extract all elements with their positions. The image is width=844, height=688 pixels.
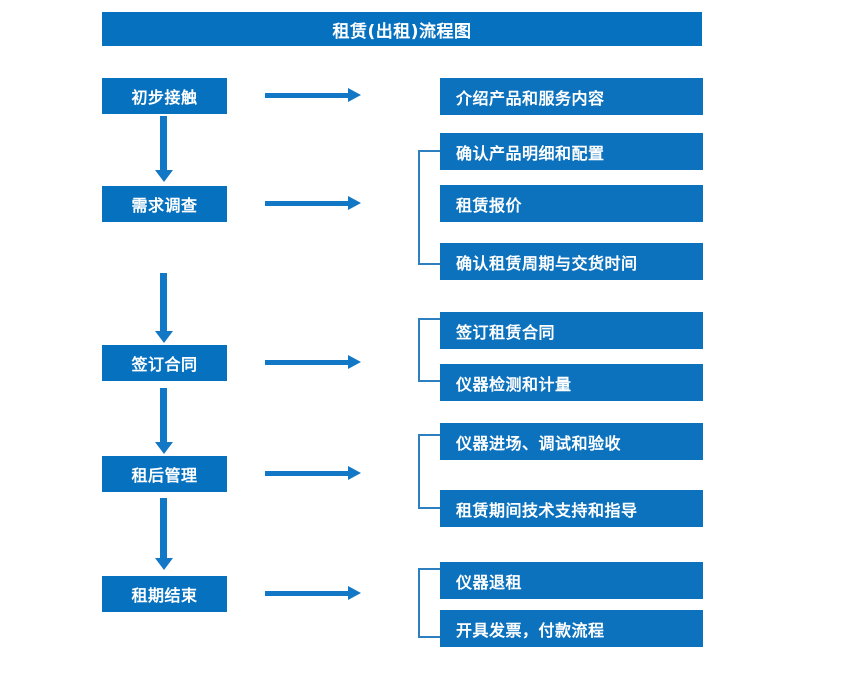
- detail-label-5-1: 仪器退租: [456, 572, 523, 592]
- detail-label-1-1: 介绍产品和服务内容: [456, 88, 605, 108]
- stage-label-5: 租期结束: [131, 586, 198, 605]
- stage-label-4: 租后管理: [131, 466, 198, 485]
- stage-label-1: 初步接触: [131, 88, 198, 107]
- bracket-tick-bottom: [418, 507, 440, 509]
- group-bracket-2: [418, 150, 440, 265]
- detail-label-3-1: 签订租赁合同: [456, 322, 556, 342]
- stage-box-1[interactable]: 初步接触: [102, 78, 227, 114]
- arrow-shaft: [160, 498, 167, 558]
- bracket-tick-top: [418, 434, 440, 436]
- detail-label-2-2: 租赁报价: [456, 195, 523, 215]
- horizontal-arrow-3: [265, 355, 361, 369]
- detail-box-3-2[interactable]: 仪器检测和计量: [440, 364, 703, 401]
- horizontal-arrow-5: [265, 586, 361, 600]
- arrow-head-icon: [155, 558, 173, 570]
- detail-label-4-1: 仪器进场、调试和验收: [456, 433, 622, 453]
- bracket-spine: [418, 568, 420, 638]
- arrow-head-icon: [348, 466, 361, 480]
- arrow-shaft: [160, 273, 167, 331]
- arrow-head-icon: [348, 355, 361, 369]
- stage-box-2[interactable]: 需求调查: [102, 186, 227, 222]
- detail-label-3-2: 仪器检测和计量: [456, 374, 572, 394]
- detail-box-2-1[interactable]: 确认产品明细和配置: [440, 133, 703, 170]
- stage-box-5[interactable]: 租期结束: [102, 576, 227, 612]
- horizontal-arrow-1: [265, 88, 361, 102]
- group-bracket-3: [418, 318, 440, 382]
- stage-box-3[interactable]: 签订合同: [102, 345, 227, 381]
- group-bracket-5: [418, 568, 440, 638]
- detail-box-3-1[interactable]: 签订租赁合同: [440, 312, 703, 349]
- bracket-tick-bottom: [418, 263, 440, 265]
- arrow-shaft: [265, 93, 349, 98]
- detail-box-5-1[interactable]: 仪器退租: [440, 562, 703, 599]
- vertical-arrow-4: [155, 498, 173, 570]
- bracket-tick-top: [418, 318, 440, 320]
- arrow-head-icon: [155, 170, 173, 182]
- detail-label-4-2: 租赁期间技术支持和指导: [456, 500, 638, 520]
- arrow-shaft: [265, 591, 349, 596]
- detail-box-2-3[interactable]: 确认租赁周期与交货时间: [440, 243, 703, 280]
- bracket-tick-bottom: [418, 380, 440, 382]
- arrow-head-icon: [348, 586, 361, 600]
- stage-label-3: 签订合同: [131, 355, 198, 374]
- horizontal-arrow-4: [265, 466, 361, 480]
- arrow-shaft: [265, 201, 349, 206]
- arrow-head-icon: [155, 442, 173, 454]
- arrow-shaft: [265, 360, 349, 365]
- detail-box-2-2[interactable]: 租赁报价: [440, 185, 703, 222]
- detail-label-5-2: 开具发票，付款流程: [456, 620, 605, 640]
- bracket-spine: [418, 434, 420, 509]
- arrow-shaft: [265, 471, 349, 476]
- vertical-arrow-3: [155, 388, 173, 454]
- vertical-arrow-2: [155, 273, 173, 343]
- arrow-head-icon: [348, 88, 361, 102]
- vertical-arrow-1: [155, 116, 173, 182]
- stage-box-4[interactable]: 租后管理: [102, 456, 227, 492]
- detail-label-2-3: 确认租赁周期与交货时间: [456, 253, 638, 273]
- chart-title-bar: 租赁(出租)流程图: [102, 12, 702, 46]
- bracket-tick-top: [418, 150, 440, 152]
- arrow-head-icon: [348, 196, 361, 210]
- arrow-head-icon: [155, 331, 173, 343]
- bracket-spine: [418, 150, 420, 265]
- group-bracket-4: [418, 434, 440, 509]
- detail-box-1-1[interactable]: 介绍产品和服务内容: [440, 78, 703, 115]
- detail-box-5-2[interactable]: 开具发票，付款流程: [440, 610, 703, 647]
- bracket-spine: [418, 318, 420, 382]
- chart-title-text: 租赁(出租)流程图: [332, 21, 472, 42]
- arrow-shaft: [160, 388, 167, 442]
- horizontal-arrow-2: [265, 196, 361, 210]
- detail-box-4-1[interactable]: 仪器进场、调试和验收: [440, 423, 703, 460]
- bracket-tick-top: [418, 568, 440, 570]
- detail-label-2-1: 确认产品明细和配置: [456, 143, 605, 163]
- detail-box-4-2[interactable]: 租赁期间技术支持和指导: [440, 490, 703, 527]
- stage-label-2: 需求调查: [131, 196, 198, 215]
- arrow-shaft: [160, 116, 167, 170]
- bracket-tick-bottom: [418, 636, 440, 638]
